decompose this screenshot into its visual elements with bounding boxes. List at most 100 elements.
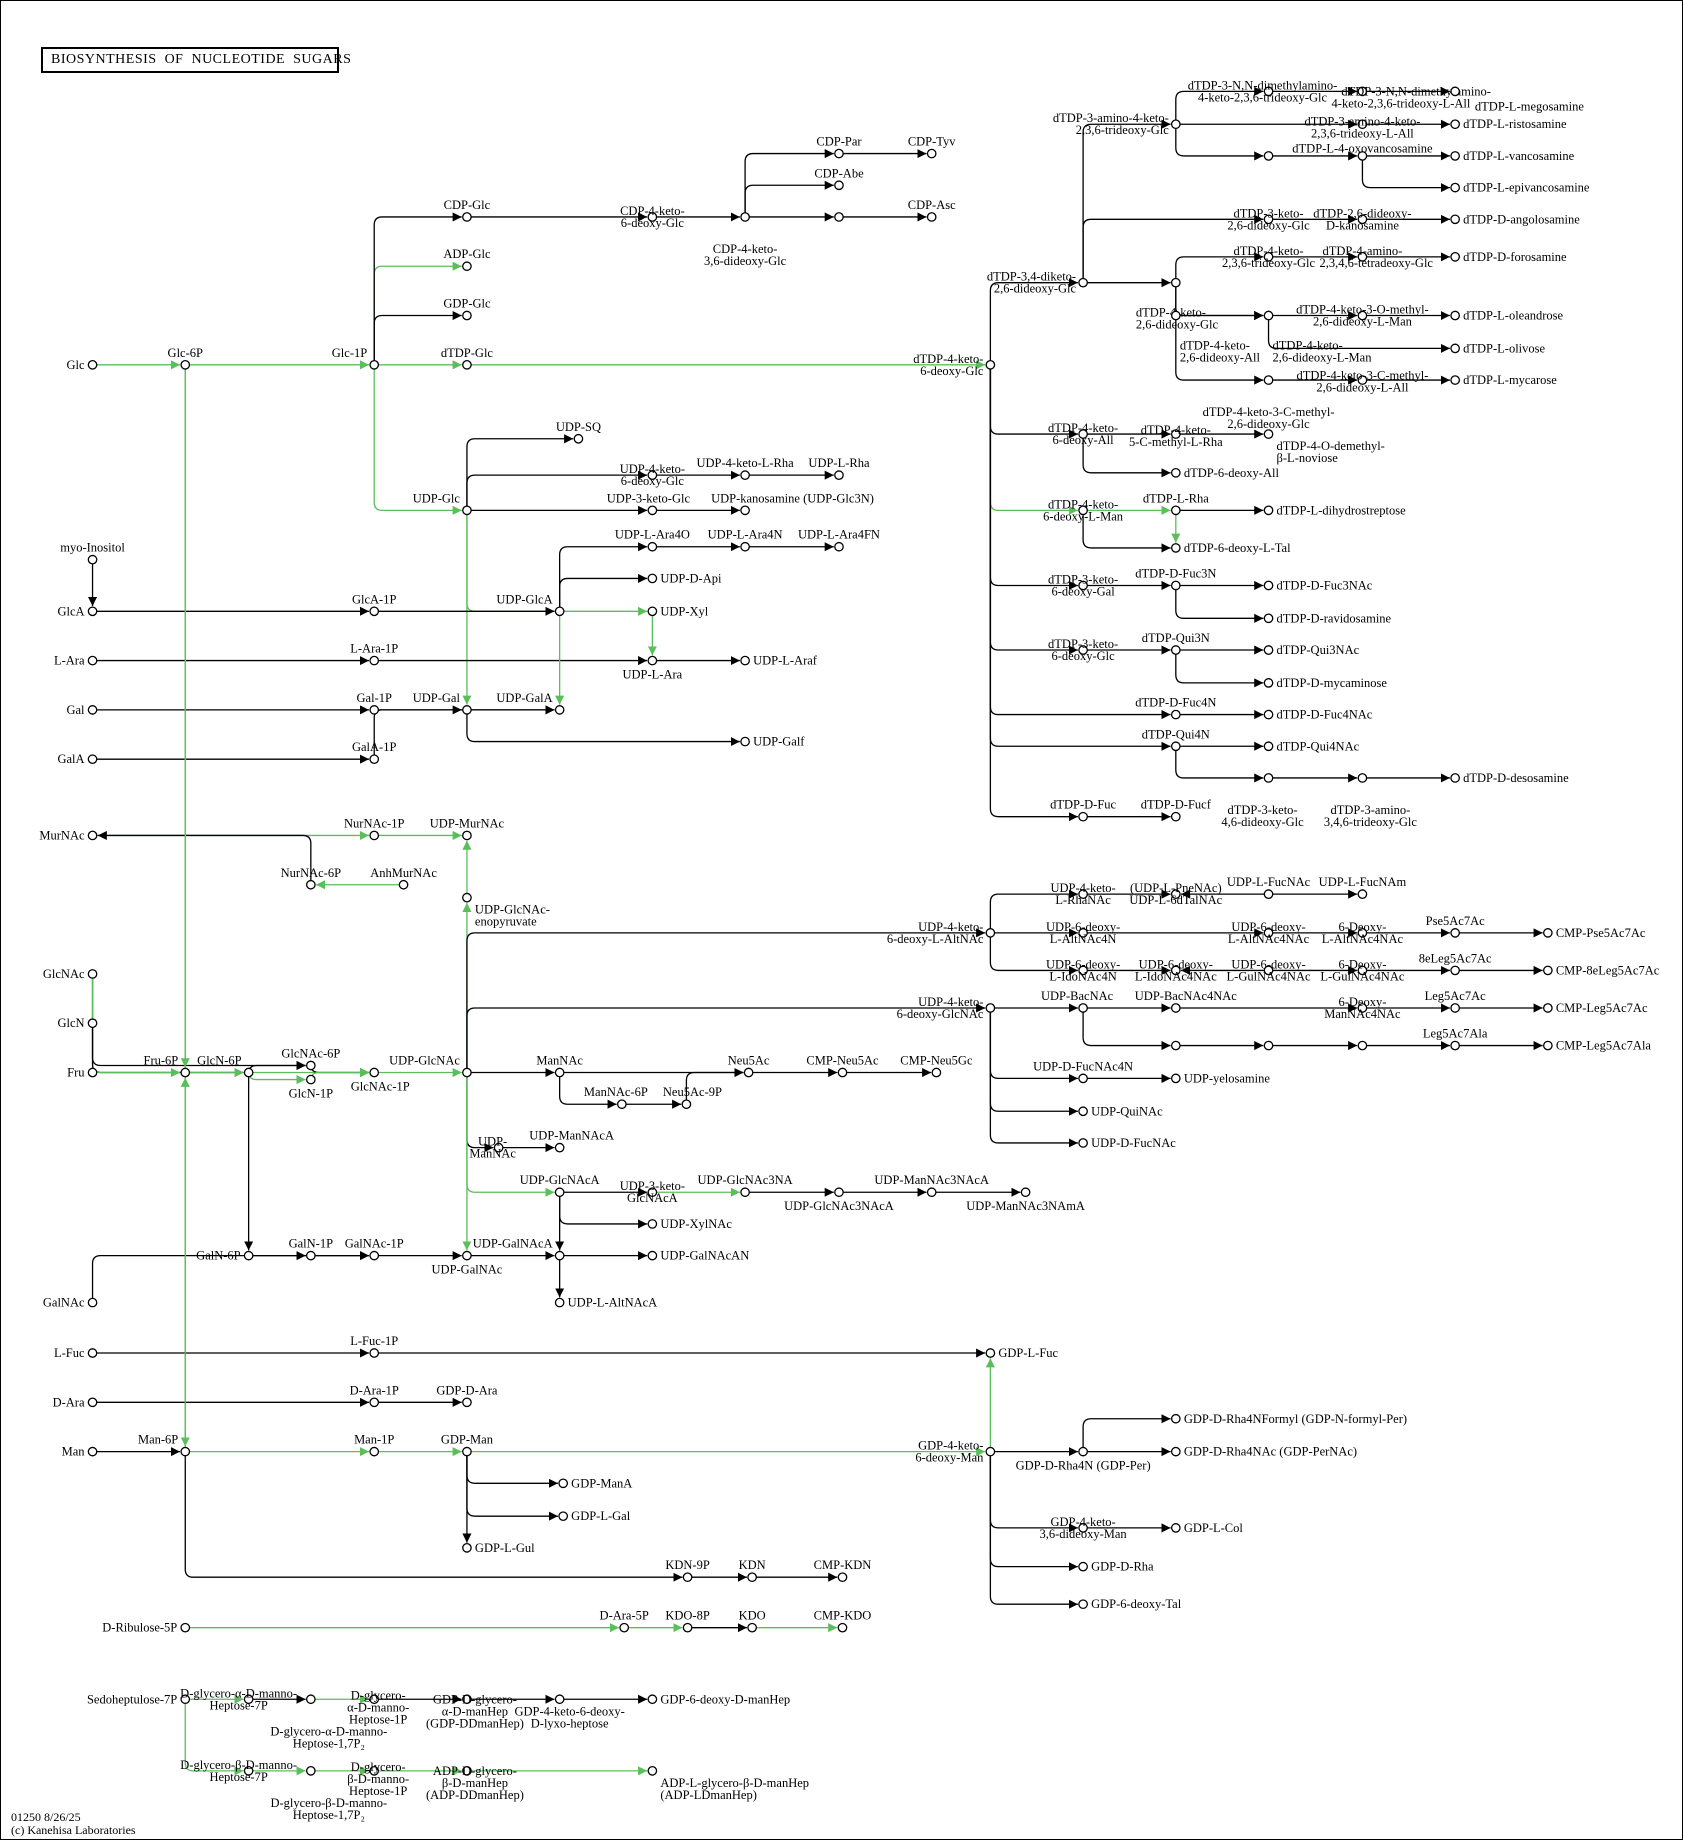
compound-circle[interactable] — [1170, 429, 1181, 439]
compound-label[interactable]: GDP-4-keto- — [1050, 1515, 1115, 1529]
compound-label[interactable]: 2,6-dideoxy-Glc — [1227, 417, 1310, 431]
compound-galnac[interactable]: GalNAc — [43, 1296, 98, 1310]
compound-label[interactable]: UDP-QuiNAc — [1091, 1104, 1163, 1118]
compound-label[interactable]: UDP-4-keto- — [918, 920, 983, 934]
compound-circle[interactable] — [740, 505, 750, 516]
compound-udp6daltnac4n[interactable]: UDP-6-deoxy-L-AltNAc4N — [1046, 920, 1120, 946]
compound-circle[interactable] — [87, 554, 98, 565]
compound-label[interactable]: UDP-L-FucNAc — [1227, 875, 1311, 889]
compound-cmpneu5gc[interactable]: CMP-Neu5Gc — [900, 1054, 973, 1078]
compound-olean[interactable]: dTDP-L-oleandrose — [1450, 309, 1564, 323]
compound-udpgalnacan[interactable]: UDP-GalNAcAN — [647, 1249, 749, 1263]
compound-label[interactable]: Gal-1P — [357, 691, 392, 705]
compound-label[interactable]: L-Ara-1P — [350, 642, 398, 656]
compound-circle[interactable] — [1078, 965, 1088, 976]
compound-label[interactable]: UDP-L-Ara4O — [615, 528, 690, 542]
compound-galn6p[interactable]: GalN-6P — [196, 1249, 254, 1263]
compound-adpglc[interactable]: ADP-Glc — [443, 247, 491, 272]
reaction-arrow-gdp4k6dman-to-gdp6dtal[interactable] — [989, 1455, 1078, 1609]
compound-circle[interactable] — [647, 606, 658, 617]
compound-label[interactable]: UDP-4-keto- — [918, 995, 983, 1009]
compound-udpgala[interactable]: UDP-GalA — [496, 691, 565, 715]
compound-fuc3nac[interactable]: dTDP-D-Fuc3NAc — [1263, 578, 1373, 592]
compound-label[interactable]: Heptose-1P — [349, 1712, 407, 1726]
compound-circle[interactable] — [1263, 1040, 1274, 1051]
compound-label[interactable]: UDP-BacNAc4NAc — [1135, 989, 1238, 1003]
compound-circle[interactable] — [1170, 889, 1181, 899]
compound-circle[interactable] — [740, 470, 750, 481]
compound-label[interactable]: Fru — [67, 1066, 85, 1080]
compound-label[interactable]: UDP-BacNAc — [1041, 989, 1114, 1003]
compound-pse5ac7ac[interactable]: Pse5Ac7Ac — [1426, 914, 1485, 938]
compound-circle[interactable] — [87, 359, 98, 370]
compound-circle[interactable] — [1170, 1040, 1181, 1051]
compound-label[interactable]: UDP-4-keto- — [1050, 881, 1115, 895]
compound-dtdp4k26all[interactable]: dTDP-4-keto-2,6-dideoxy-All — [1170, 310, 1261, 365]
compound-label[interactable]: UDP-kanosamine (UDP-Glc3N) — [711, 491, 874, 505]
compound-dtdp4a[interactable]: dTDP-4-amino-2,3,4,6-tetradeoxy-Glc — [1319, 244, 1433, 270]
compound-label[interactable]: D-Ara-5P — [600, 1609, 649, 1623]
compound-circle[interactable] — [369, 1250, 380, 1261]
compound-label[interactable]: UDP-Xyl — [660, 604, 708, 618]
reaction-arrow-dtdp4k26glc-to-dtdp4k3cmglc[interactable] — [1175, 286, 1264, 385]
compound-circle[interactable] — [1170, 709, 1181, 720]
compound-label[interactable]: Heptose-1,7P₂ — [293, 1736, 365, 1750]
compound-label[interactable]: 2,3,6-trideoxy-L-All — [1311, 126, 1414, 140]
compound-circle[interactable] — [87, 1018, 98, 1029]
compound-label[interactable]: CMP-8eLeg5Ac7Ac — [1556, 963, 1660, 977]
compound-circle[interactable] — [926, 148, 937, 159]
compound-dtdpx1[interactable] — [1263, 151, 1274, 161]
compound-circle[interactable] — [1078, 889, 1088, 899]
compound-dtdp3a346[interactable]: dTDP-3-amino-3,4,6-trideoxy-Glc — [1324, 773, 1417, 829]
compound-label[interactable]: 6-deoxy-Glc — [1052, 649, 1116, 663]
compound-circle[interactable] — [647, 655, 658, 666]
compound-circle[interactable] — [1450, 119, 1460, 130]
compound-label[interactable]: D-glycero-α-D-manno- — [270, 1724, 387, 1738]
compound-udp6didonac4nac[interactable]: UDP-6-deoxy-L-IdoNAc4NAc — [1135, 957, 1217, 983]
compound-dtdp4k3cmglc[interactable]: dTDP-4-keto-3-C-methyl-2,6-dideoxy-Glc — [1203, 375, 1335, 431]
compound-circle[interactable] — [243, 1250, 254, 1261]
compound-udpara4fn[interactable]: UDP-L-Ara4FN — [798, 528, 880, 552]
compound-label[interactable]: ADP-L-glycero-β-D-manHep — [660, 1776, 809, 1790]
compound-circle[interactable] — [369, 1446, 380, 1457]
compound-udpgalf[interactable]: UDP-Galf — [740, 735, 805, 749]
compound-label[interactable]: dTDP-D-Fuc3NAc — [1277, 578, 1373, 592]
compound-mannac6p[interactable]: ManNAc-6P — [584, 1085, 648, 1110]
compound-label[interactable]: UDP-GlcNAc — [389, 1054, 460, 1068]
compound-circle[interactable] — [837, 1572, 848, 1583]
compound-label[interactable]: dTDP-4-O-demethyl- — [1277, 439, 1385, 453]
compound-udplfucnac[interactable]: UDP-L-FucNAc — [1227, 875, 1311, 899]
compound-label[interactable]: UDP-GlcNAc- — [475, 903, 550, 917]
compound-circle[interactable] — [1450, 151, 1460, 161]
compound-label[interactable]: L-IdoNAc4NAc — [1135, 969, 1217, 983]
compound-circle[interactable] — [1078, 277, 1088, 288]
compound-circle[interactable] — [1170, 505, 1181, 516]
compound-circle[interactable] — [1170, 1446, 1181, 1457]
reaction-arrow-dtdp4k6d-to-dtdp3k6dgal[interactable] — [989, 369, 1078, 591]
compound-label[interactable]: UDP-6-deoxy- — [1231, 920, 1305, 934]
compound-circle[interactable] — [1078, 580, 1088, 591]
compound-label[interactable]: GDP-Glc — [443, 297, 491, 311]
compound-dtdpnn2[interactable]: dTDP-3-N,N-dimethylamino-4-keto-2,3,6-tr… — [1332, 84, 1491, 110]
compound-circle[interactable] — [1078, 1599, 1088, 1610]
compound-label[interactable]: dTDP-4-keto- — [1048, 497, 1118, 511]
compound-dara1p[interactable]: D-Ara-1P — [350, 1383, 399, 1408]
compound-label[interactable]: CDP-Tyv — [908, 135, 956, 149]
compound-label[interactable]: Heptose-1,7P₂ — [293, 1808, 365, 1822]
compound-lara[interactable]: L-Ara — [54, 654, 98, 668]
compound-circle[interactable] — [1357, 86, 1368, 97]
compound-cdptyv[interactable]: CDP-Tyv — [908, 135, 956, 159]
compound-dtdpdfuc[interactable]: dTDP-D-Fuc — [1050, 798, 1117, 822]
compound-circle[interactable] — [1543, 928, 1553, 938]
compound-kdn9p[interactable]: KDN-9P — [665, 1558, 710, 1583]
compound-circle[interactable] — [1450, 252, 1460, 262]
compound-circle[interactable] — [1450, 343, 1460, 354]
compound-label[interactable]: Man-1P — [354, 1433, 394, 1447]
reaction-arrow-fuc3n-to-ravid[interactable] — [1175, 589, 1264, 623]
compound-circle[interactable] — [985, 1348, 996, 1358]
compound-label[interactable]: UDP-6-deoxy- — [1046, 957, 1120, 971]
compound-label[interactable]: dTDP-4-keto- — [1048, 421, 1118, 435]
compound-label[interactable]: UDP-4-keto-L-Rha — [696, 456, 794, 470]
compound-label[interactable]: GlcN-1P — [289, 1087, 333, 1101]
compound-circle[interactable] — [1543, 1003, 1553, 1013]
